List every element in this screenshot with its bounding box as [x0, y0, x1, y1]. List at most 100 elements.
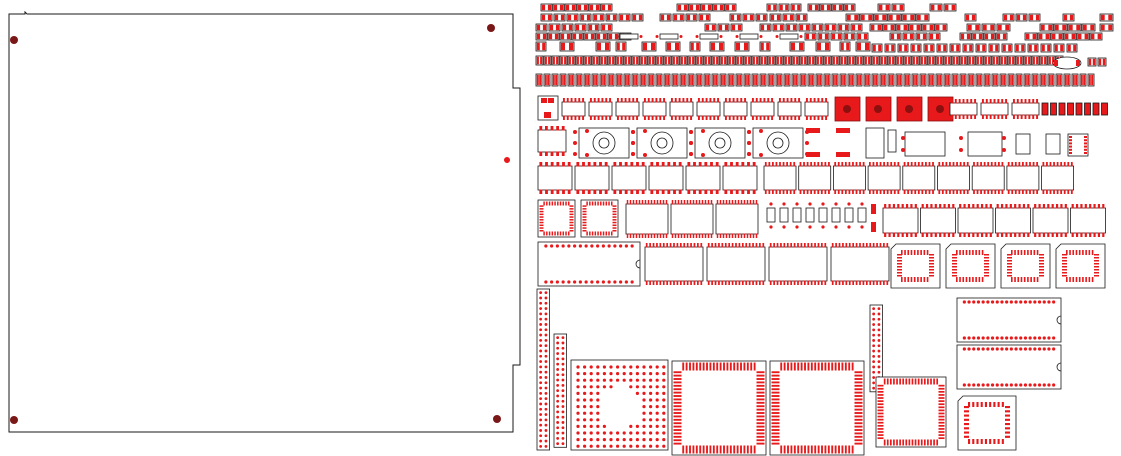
qfp-pin [834, 362, 837, 371]
dip-pin [1047, 347, 1051, 351]
plcc-pin [997, 402, 1000, 407]
soic-pin [813, 162, 816, 167]
qfn-pin [559, 231, 562, 236]
plcc-pin [1020, 250, 1023, 255]
soic-pin [652, 243, 655, 248]
chip-pad [944, 56, 947, 65]
chip-outline [655, 73, 663, 87]
soic-pin [905, 204, 909, 209]
plcc-pin [929, 266, 934, 268]
chip-pad [1080, 74, 1083, 86]
header-pin [561, 431, 565, 435]
pga-pin [609, 438, 613, 442]
chip-pad [760, 24, 765, 31]
array-pad [1067, 102, 1074, 116]
pga-pin [642, 405, 646, 409]
chip-outline [724, 3, 737, 12]
chip-pad [1027, 74, 1030, 86]
soic-pin [769, 243, 772, 248]
qfp-pin [673, 422, 682, 425]
soic-pin [717, 98, 720, 103]
dip-pin [596, 244, 600, 248]
qfp-pin [938, 384, 945, 387]
qfp-pin [854, 422, 863, 425]
qfp-pin [905, 378, 908, 385]
plcc-pin [904, 277, 906, 282]
qfp-pin [914, 378, 917, 385]
header-pin [872, 339, 876, 342]
soic-pin [842, 243, 844, 248]
chip-pad [740, 56, 743, 65]
header-pin [556, 421, 560, 424]
chip-pad [736, 14, 741, 21]
plcc-pin [1039, 257, 1044, 259]
chip-pad [967, 24, 972, 31]
chip-pad [1040, 56, 1043, 65]
soic-pin [834, 189, 837, 194]
soic-pin [786, 243, 789, 248]
soic-pin [1080, 232, 1083, 237]
resistor-lead [769, 225, 773, 229]
pga-pin [649, 405, 653, 409]
soic-pin [907, 189, 910, 194]
header-pin [539, 365, 543, 369]
plcc-pin [923, 250, 926, 255]
soic-pin [1007, 162, 1010, 167]
resistor-lead [821, 202, 825, 206]
soic-pin [741, 162, 745, 167]
soic-pin [939, 204, 942, 209]
qfp-pin [673, 401, 682, 404]
soic-pin [705, 115, 708, 120]
qfp-pin [673, 432, 682, 435]
chip-outline [891, 3, 905, 12]
chip-pad [548, 33, 553, 40]
dip-pin [972, 383, 976, 387]
chip-pad [544, 74, 547, 86]
plcc-pin [897, 266, 902, 268]
chip-pad [923, 74, 926, 86]
chip-outline [1028, 13, 1041, 22]
chip-pad [785, 4, 789, 11]
qfp-pin [771, 381, 780, 384]
soic-pin [844, 189, 847, 194]
pot-body [636, 127, 688, 159]
pga-pin [642, 418, 646, 422]
chip-pad [990, 24, 995, 31]
chip-pad [608, 33, 613, 40]
dip-pin [1019, 300, 1023, 304]
plcc-pin [1007, 254, 1012, 256]
qfp-pin [838, 445, 840, 454]
chip-outline [559, 55, 568, 66]
qfp-pin [756, 425, 765, 428]
plcc-pin [917, 250, 919, 255]
soic-pin [959, 232, 962, 237]
soic-pin [974, 99, 977, 104]
soic-pin [1093, 204, 1096, 209]
soic-pin [686, 200, 689, 205]
chip-outline [595, 32, 608, 41]
resistor-lead [821, 225, 825, 229]
plcc-pin [1062, 257, 1067, 259]
qfn-pin [543, 201, 545, 206]
soic-body [561, 101, 586, 117]
chip-pad [555, 24, 560, 31]
chip-outline [919, 73, 927, 87]
header-pin [556, 346, 560, 350]
chip-pad [880, 74, 883, 86]
chip-outline [837, 23, 850, 32]
chip-pad [860, 14, 865, 21]
soic-pin [783, 243, 786, 248]
soic-pin [993, 99, 996, 104]
qfp-pin [712, 445, 715, 454]
chip-pad [1032, 56, 1035, 65]
chip-pad [660, 56, 663, 65]
soic-pin [609, 98, 612, 103]
soic-pin [1018, 232, 1021, 237]
chip-outline [823, 73, 831, 87]
plcc-pin [1023, 250, 1026, 255]
chip-outline [647, 55, 656, 66]
chip-outline [873, 13, 888, 22]
chip-pad [667, 74, 670, 86]
pga-body [570, 359, 669, 451]
soic-pin [917, 162, 920, 167]
